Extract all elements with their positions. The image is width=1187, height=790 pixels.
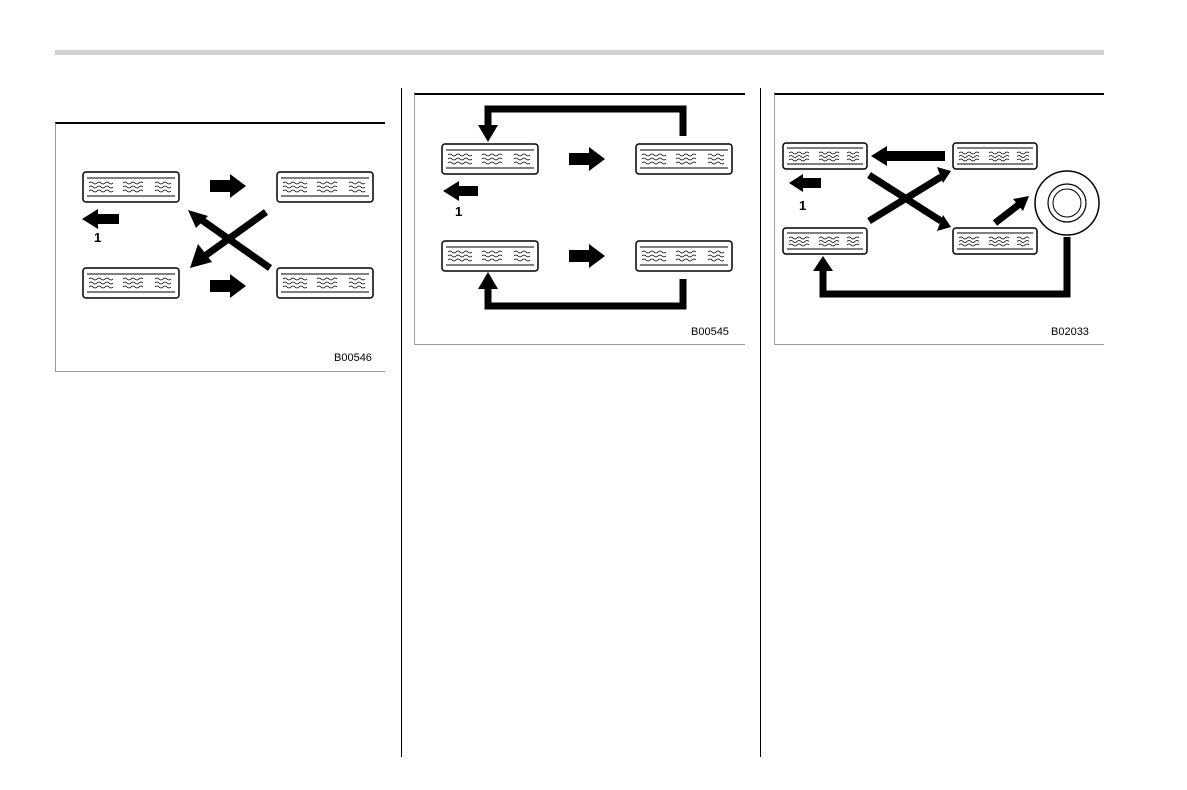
forward-direction-icon [82,209,119,229]
tire-front-left [442,144,538,174]
tire-rear-right [953,228,1037,254]
arrow-right-bottom [569,244,605,268]
loop-arrowhead-bottom [478,272,498,289]
arrow-right-top [210,174,246,198]
column-divider-left [401,88,402,757]
forward-label: 1 [799,198,806,213]
figure-b00545-diagram: 1 B00545 [415,95,746,347]
forward-label: 1 [455,204,462,219]
arrow-right-top [569,147,605,171]
tire-rear-right [277,268,373,298]
figure-b02033: 1 B02033 [774,93,1104,345]
column-divider-right [760,88,761,757]
figure-code: B02033 [1051,326,1089,338]
forward-direction-icon [789,174,821,192]
tire-rear-right [636,241,732,271]
arrow-right-bottom [210,274,246,298]
cross-arrow-up-left [202,212,266,258]
forward-label: 1 [94,230,101,245]
top-rule [55,50,1104,55]
tire-rear-left [83,268,179,298]
return-arrowhead [813,256,833,271]
tire-front-left [83,172,179,202]
tire-front-right [953,143,1037,169]
figure-b00546-diagram: 1 B00546 [56,124,386,374]
tire-front-left [783,143,867,169]
loop-arrow-bottom [488,279,683,306]
tire-front-right [636,144,732,174]
forward-direction-icon [443,181,478,201]
loop-arrowhead-top [478,125,498,142]
tire-rear-left [783,228,867,254]
loop-arrow-top [488,109,683,136]
arrow-left-top [871,146,945,166]
figure-b00546: 1 B00546 [55,122,385,372]
spare-tire-icon [1035,171,1099,235]
tire-front-right [277,172,373,202]
figure-code: B00546 [334,352,372,364]
figure-b00545: 1 B00545 [414,93,745,345]
arrow-to-spare [995,203,1021,223]
tire-rear-left [442,241,538,271]
figure-b02033-diagram: 1 B02033 [775,95,1105,347]
figure-code: B00545 [691,326,729,338]
